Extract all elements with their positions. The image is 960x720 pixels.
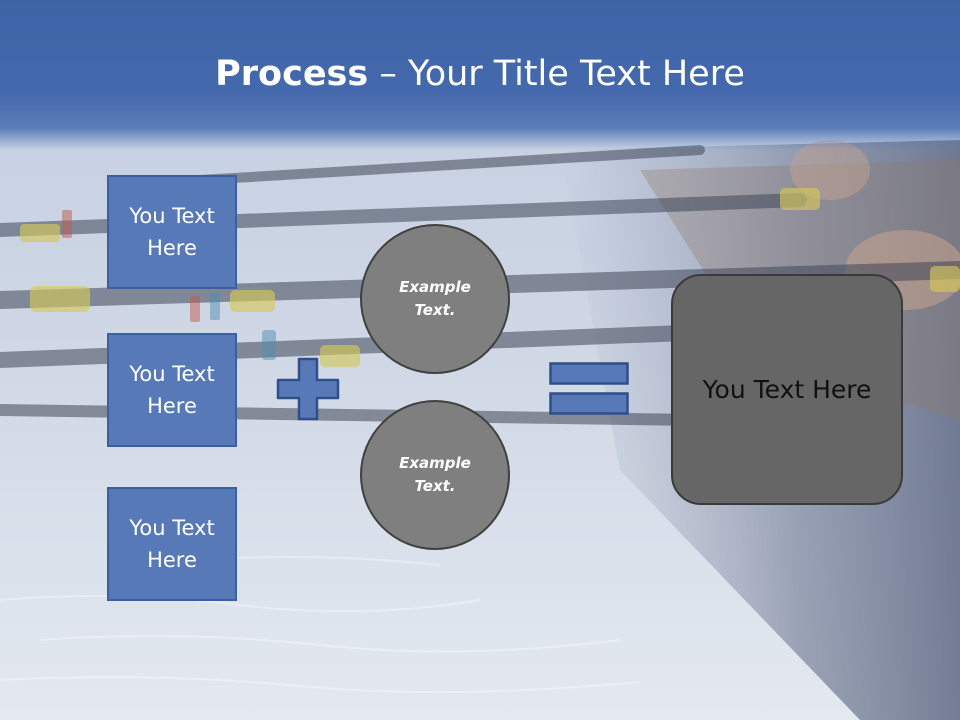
example-circle-1-label: Example Text. — [399, 278, 471, 319]
title-banner — [0, 0, 960, 150]
example-circle-2[interactable]: Example Text. — [360, 400, 510, 550]
equals-icon — [549, 362, 629, 415]
input-box-3[interactable]: You Text Here — [107, 487, 237, 601]
result-box-label: You Text Here — [702, 374, 872, 404]
input-box-3-label: You Text Here — [129, 516, 215, 572]
input-box-2-label: You Text Here — [129, 362, 215, 418]
input-box-1-label: You Text Here — [129, 204, 215, 260]
slide-title-bold: Process — [215, 54, 369, 94]
slide-title: Process – Your Title Text Here — [0, 52, 960, 96]
slide-title-rest: – Your Title Text Here — [368, 54, 745, 94]
plus-icon — [276, 357, 340, 421]
result-box[interactable]: You Text Here — [671, 274, 903, 505]
input-box-1[interactable]: You Text Here — [107, 175, 237, 289]
example-circle-2-label: Example Text. — [399, 454, 471, 495]
example-circle-1[interactable]: Example Text. — [360, 224, 510, 374]
input-box-2[interactable]: You Text Here — [107, 333, 237, 447]
